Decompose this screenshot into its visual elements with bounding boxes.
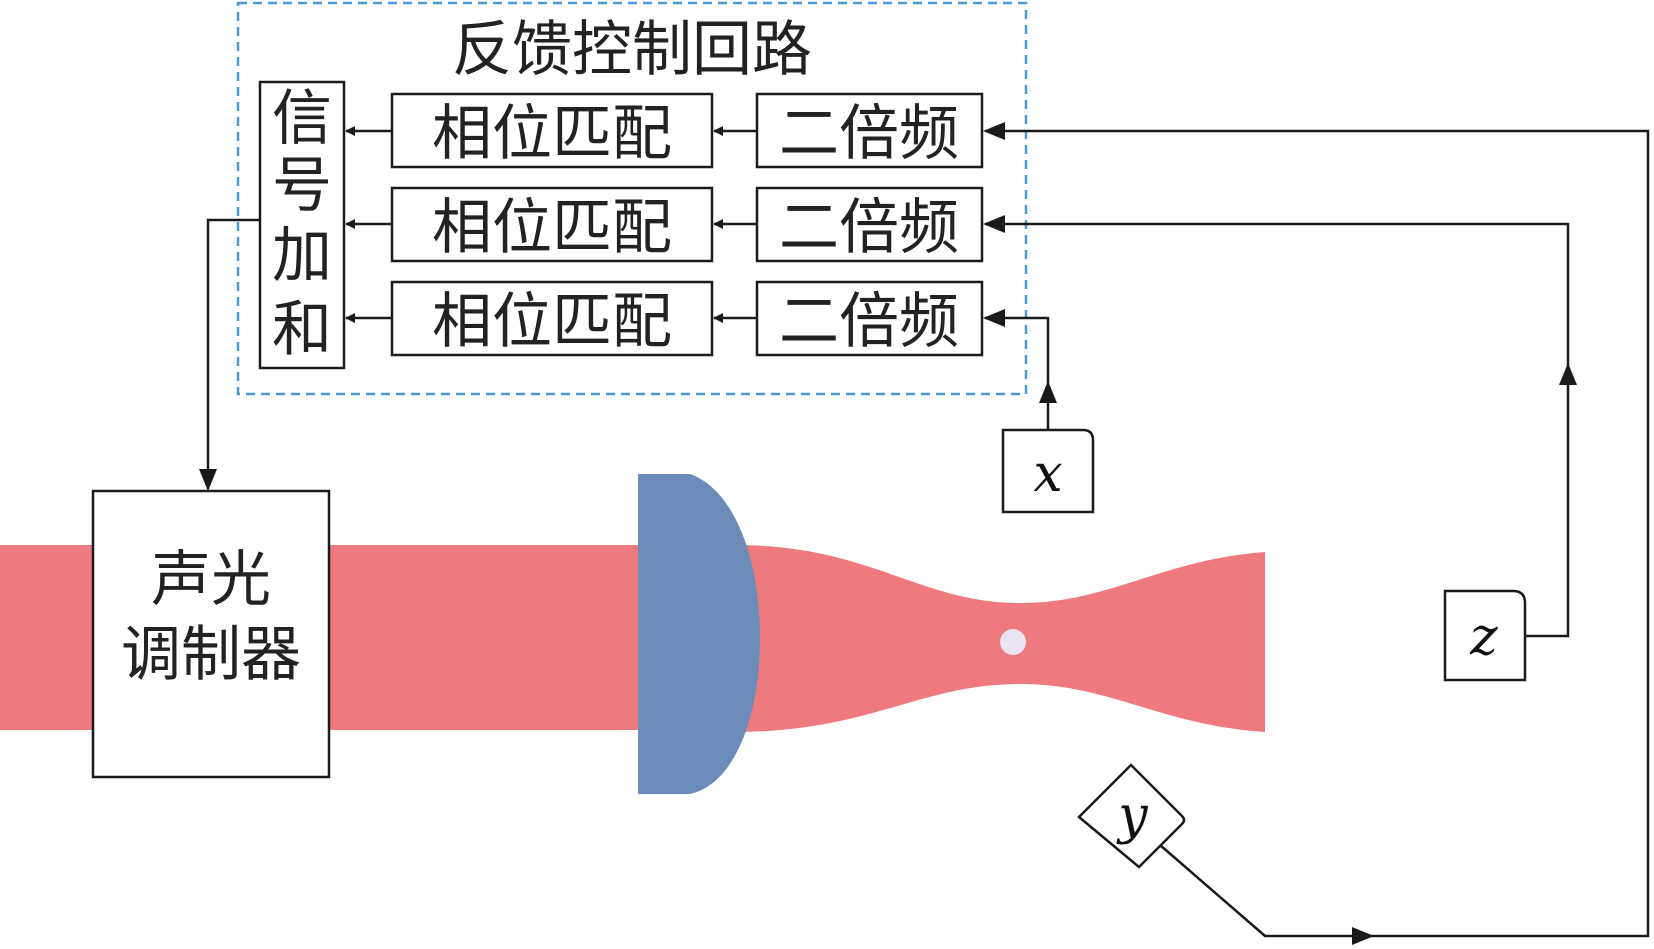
signal-sum-char-4: 和 xyxy=(272,295,332,365)
frequency-doubler-label-3: 二倍频 xyxy=(779,287,959,357)
phase-match-label-1: 相位匹配 xyxy=(432,99,672,169)
signal-sum-char-2: 号 xyxy=(272,151,332,221)
sensor-x: x xyxy=(1001,428,1095,514)
sensor-z-label: z xyxy=(1469,607,1498,667)
signal-sum-char-3: 加 xyxy=(272,221,332,291)
arrow-sum-to-aom xyxy=(199,218,260,491)
trapped-particle xyxy=(1000,629,1026,655)
feedback-loop-title: 反馈控制回路 xyxy=(452,15,812,85)
acousto-optic-modulator: 声光 调制器 xyxy=(91,489,331,779)
arrow-y-to-doubler-1 xyxy=(983,122,1650,938)
sensor-x-box xyxy=(1001,428,1095,514)
frequency-doubler-block-1: 二倍频 xyxy=(755,92,984,169)
beam-focused-segment xyxy=(735,545,1265,732)
sensor-y: y xyxy=(1077,763,1186,869)
phase-match-block-1: 相位匹配 xyxy=(390,92,714,169)
arrow-x-to-doubler-3 xyxy=(983,309,1050,383)
arrow-y-sensor-out xyxy=(1159,844,1374,945)
sensor-y-label: y xyxy=(1116,786,1148,846)
aom-label-line2: 调制器 xyxy=(121,620,301,690)
sensor-z: z xyxy=(1443,589,1527,682)
frequency-doubler-block-3: 二倍频 xyxy=(755,280,984,357)
signal-sum-block: 信 号 加 和 xyxy=(258,80,346,370)
sensor-y-box xyxy=(1077,763,1186,869)
aom-label-line1: 声光 xyxy=(151,545,271,615)
signal-sum-char-1: 信 xyxy=(272,84,332,154)
sensor-z-box xyxy=(1443,589,1527,682)
frequency-doubler-label-1: 二倍频 xyxy=(779,99,959,169)
feedback-loop-border xyxy=(236,1,1028,396)
signal-sum-box xyxy=(258,80,346,370)
sensor-x-label: x xyxy=(1033,444,1062,504)
arrow-z-sensor-up xyxy=(1525,363,1577,638)
phase-match-block-2: 相位匹配 xyxy=(390,186,714,263)
arrow-z-to-doubler-2 xyxy=(983,215,1570,365)
frequency-doubler-block-2: 二倍频 xyxy=(755,186,984,263)
focusing-lens xyxy=(638,474,760,794)
phase-match-block-3: 相位匹配 xyxy=(390,280,714,357)
frequency-doubler-box-3 xyxy=(755,280,984,357)
phase-match-label-3: 相位匹配 xyxy=(432,287,672,357)
frequency-doubler-label-2: 二倍频 xyxy=(779,193,959,263)
aom-box xyxy=(91,489,331,779)
phase-match-label-2: 相位匹配 xyxy=(432,193,672,263)
